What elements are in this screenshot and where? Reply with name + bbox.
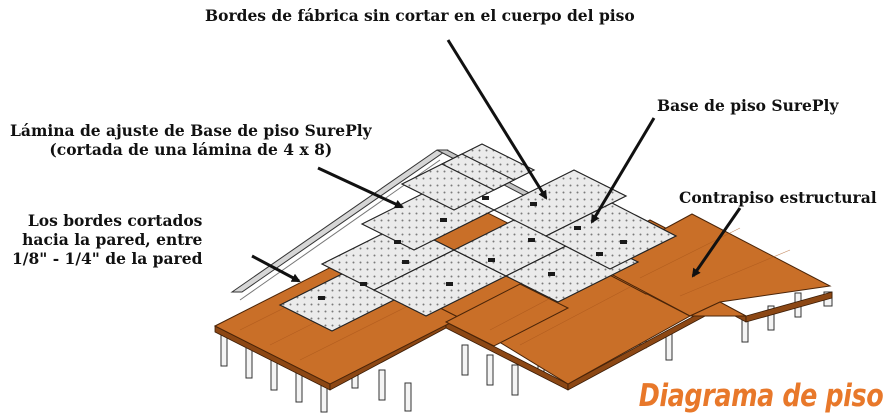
leader-arrows (251, 39, 742, 283)
arrow-base (590, 117, 656, 224)
arrow-contrapiso (691, 207, 742, 278)
diagram-title: Diagrama de piso (638, 378, 883, 414)
sureply-panels (278, 143, 678, 332)
label-sureply-base: Base de piso SurePly (657, 96, 839, 115)
label-cut-edges-line3: 1/8" - 1/4" de la pared (12, 249, 203, 268)
label-fit-sheet-line1: Lámina de ajuste de Base de piso SurePly (10, 121, 372, 140)
label-cut-edges: Los bordes cortados hacia la pared, entr… (12, 211, 202, 268)
label-uncut-edges: Bordes de fábrica sin cortar en el cuerp… (205, 6, 635, 25)
subfloor-edge (214, 291, 833, 391)
label-fit-sheet: Lámina de ajuste de Base de piso SurePly… (10, 121, 372, 159)
label-cut-edges-line1: Los bordes cortados (27, 211, 203, 230)
label-structural-subfloor: Contrapiso estructural (679, 188, 877, 207)
arrow-ajuste (317, 166, 404, 209)
label-fit-sheet-line2: (cortada de una lámina de 4 x 8) (49, 140, 333, 159)
label-cut-edges-line2: hacia la pared, entre (22, 230, 203, 249)
panel-clips (318, 196, 627, 300)
arrow-top (446, 39, 548, 200)
arrow-bordes (251, 254, 301, 283)
